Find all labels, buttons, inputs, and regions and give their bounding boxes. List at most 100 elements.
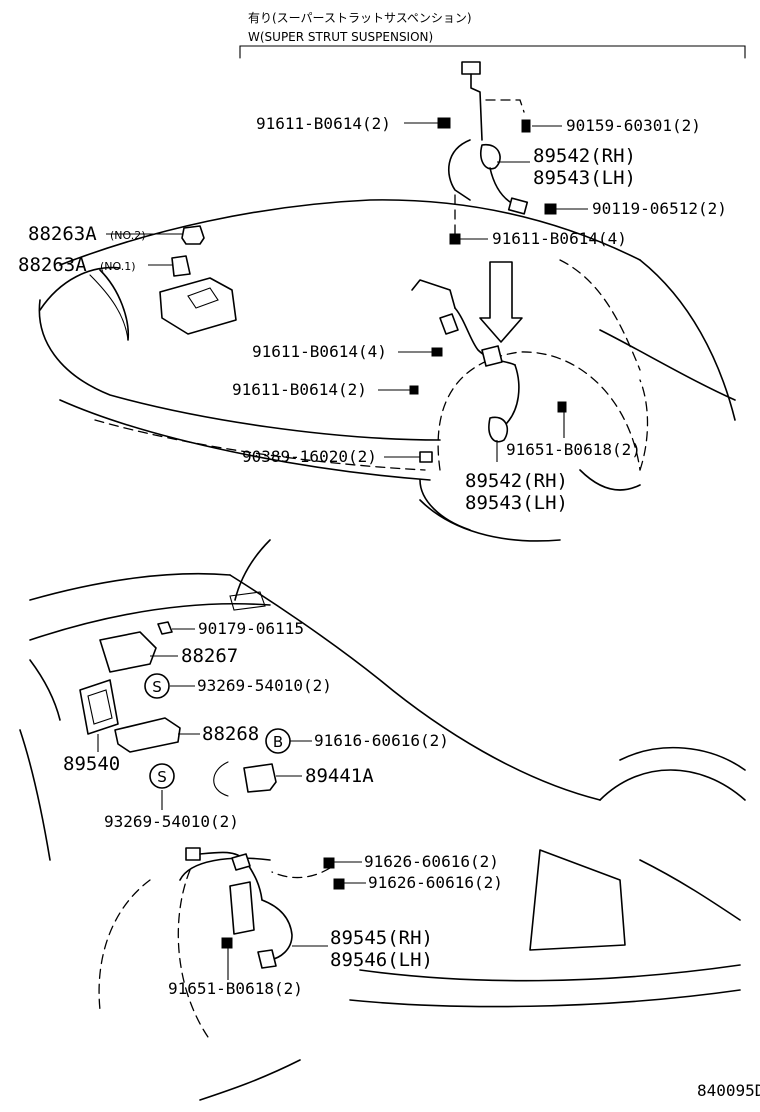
rear-sensor-head bbox=[257, 949, 277, 969]
symbol-b-text: B bbox=[273, 733, 283, 751]
header: 有り(スーパーストラットサスペンション) W(SUPER STRUT SUSPE… bbox=[239, 11, 746, 59]
headlamp-edge bbox=[99, 269, 130, 341]
ecu-body-icon bbox=[79, 679, 119, 735]
rear-sensor-cable-lower bbox=[261, 899, 293, 961]
rear-sensor-bracket bbox=[229, 881, 255, 935]
callout-90179-06115: 90179-06115 bbox=[198, 619, 304, 638]
height-sensor-link bbox=[213, 761, 229, 797]
rear-sensor-assembly bbox=[185, 847, 366, 980]
upper-sensor-assembly bbox=[404, 61, 588, 245]
hood-line bbox=[59, 199, 641, 266]
rear-sensor-connector bbox=[185, 847, 201, 861]
rear-pillar bbox=[234, 539, 271, 601]
sensor-bracket bbox=[448, 139, 471, 201]
ecu-body-detail bbox=[87, 689, 113, 725]
symbol-s-circle bbox=[149, 763, 175, 789]
clip-icon bbox=[419, 451, 433, 463]
callout-91611-b0614-4: 91611-B0614(4) bbox=[492, 229, 627, 248]
sensor-body-upper bbox=[480, 143, 501, 170]
callout-88263a-no2: 88263A bbox=[28, 223, 97, 245]
down-arrow-icon bbox=[479, 261, 523, 343]
bolt-icon bbox=[449, 233, 461, 245]
front-clip-icon bbox=[439, 313, 459, 335]
screw-icon bbox=[521, 119, 531, 133]
bolt-icon bbox=[544, 203, 557, 215]
symbol-b-circle bbox=[265, 728, 291, 754]
buzzer-group bbox=[106, 225, 237, 335]
header-jp-text: 有り(スーパーストラットサスペンション) bbox=[248, 11, 472, 25]
callout-88267: 88267 bbox=[181, 645, 238, 667]
headlamp-lens bbox=[89, 274, 129, 341]
callout-89543-lh: 89543(LH) bbox=[533, 167, 636, 189]
callout-89546-lh: 89546(LH) bbox=[330, 949, 433, 971]
callout-88263a-no2-note: (NO.2) bbox=[110, 229, 146, 242]
rear-arch-lower bbox=[199, 1059, 301, 1101]
body-side-line bbox=[19, 729, 51, 861]
relay-block-detail bbox=[187, 287, 219, 309]
trunk-edge bbox=[599, 769, 746, 801]
rear-vehicle-outline bbox=[19, 539, 746, 1101]
wheel-arch-dashed bbox=[437, 351, 641, 471]
headlamp-top bbox=[39, 266, 121, 311]
callout-91626-60616: 91626-60616(2) bbox=[364, 852, 499, 871]
rear-window-line bbox=[29, 603, 271, 641]
symbol-s-text: S bbox=[157, 768, 167, 786]
direction-arrow bbox=[479, 261, 523, 343]
buzzer-no2-icon bbox=[181, 225, 205, 245]
sensor-connector-top bbox=[461, 61, 481, 75]
bolt-icon bbox=[431, 347, 443, 357]
rear-roof-line bbox=[29, 572, 231, 601]
bolt-icon bbox=[221, 937, 233, 949]
rear-light-icon bbox=[229, 591, 266, 611]
sensor-head-upper bbox=[507, 197, 529, 215]
strut-tower-dashed bbox=[639, 379, 649, 471]
header-en-text: W(SUPER STRUT SUSPENSION) bbox=[248, 30, 433, 44]
front-sensor-cable bbox=[454, 307, 516, 366]
rear-arch-top bbox=[179, 857, 271, 881]
ecu-bracket-upper bbox=[99, 631, 157, 673]
bolt-icon bbox=[333, 878, 345, 890]
callout-90389-16020: 90389-16020(2) bbox=[242, 447, 377, 466]
rear-clip-icon bbox=[231, 853, 251, 871]
callout-89542-rh-b: 89542(RH) bbox=[465, 470, 568, 492]
callout-88263a-no1-note: (NO.1) bbox=[100, 260, 136, 273]
callout-91651-b0618-b: 91651-B0618(2) bbox=[168, 979, 303, 998]
dash-edge bbox=[29, 659, 61, 721]
callout-93269-54010: 93269-54010(2) bbox=[197, 676, 332, 695]
fender-crease bbox=[599, 329, 736, 401]
callout-labels: 91611-B0614(2) 90159-60301(2) 89542(RH) … bbox=[18, 114, 760, 1100]
rear-inner-dashed bbox=[98, 879, 151, 1011]
rear-bumper-line bbox=[349, 989, 741, 1008]
license-plate-area bbox=[529, 849, 626, 951]
trunk-top bbox=[619, 746, 746, 771]
bolt-icon bbox=[557, 401, 567, 413]
callout-89540: 89540 bbox=[63, 753, 120, 775]
ecu-group: S B S bbox=[79, 621, 312, 810]
callout-89543-lh-b: 89543(LH) bbox=[465, 492, 568, 514]
tail-lamp-line bbox=[639, 859, 741, 921]
screw-icon bbox=[157, 621, 173, 635]
callout-89542-rh: 89542(RH) bbox=[533, 145, 636, 167]
callout-91651-b0618: 91651-B0618(2) bbox=[506, 440, 641, 459]
callout-90159-60301: 90159-60301(2) bbox=[566, 116, 701, 135]
callout-88268: 88268 bbox=[202, 723, 259, 745]
bolt-icon bbox=[409, 385, 419, 395]
callout-91611-b0614-2b: 91611-B0614(2) bbox=[232, 380, 367, 399]
callout-90119-06512: 90119-06512(2) bbox=[592, 199, 727, 218]
front-clip-icon bbox=[481, 345, 503, 367]
rear-bumper-top bbox=[359, 964, 741, 982]
ecu-bracket-lower bbox=[114, 717, 181, 753]
height-sensor-icon bbox=[243, 763, 277, 793]
bumper-bottom bbox=[59, 399, 431, 481]
relay-block-icon bbox=[159, 277, 237, 335]
windshield-line bbox=[639, 259, 736, 421]
bolt-icon bbox=[323, 857, 335, 869]
callout-89441a: 89441A bbox=[305, 765, 374, 787]
rear-deck-line bbox=[229, 574, 601, 801]
inner-fender-dashed bbox=[559, 259, 641, 371]
front-sensor-connector bbox=[411, 279, 456, 309]
front-sensor-assembly bbox=[378, 279, 567, 463]
callout-88263a-no1: 88263A bbox=[18, 254, 87, 276]
symbol-s-text: S bbox=[152, 678, 162, 696]
callout-91626-60616-b: 91626-60616(2) bbox=[368, 873, 503, 892]
